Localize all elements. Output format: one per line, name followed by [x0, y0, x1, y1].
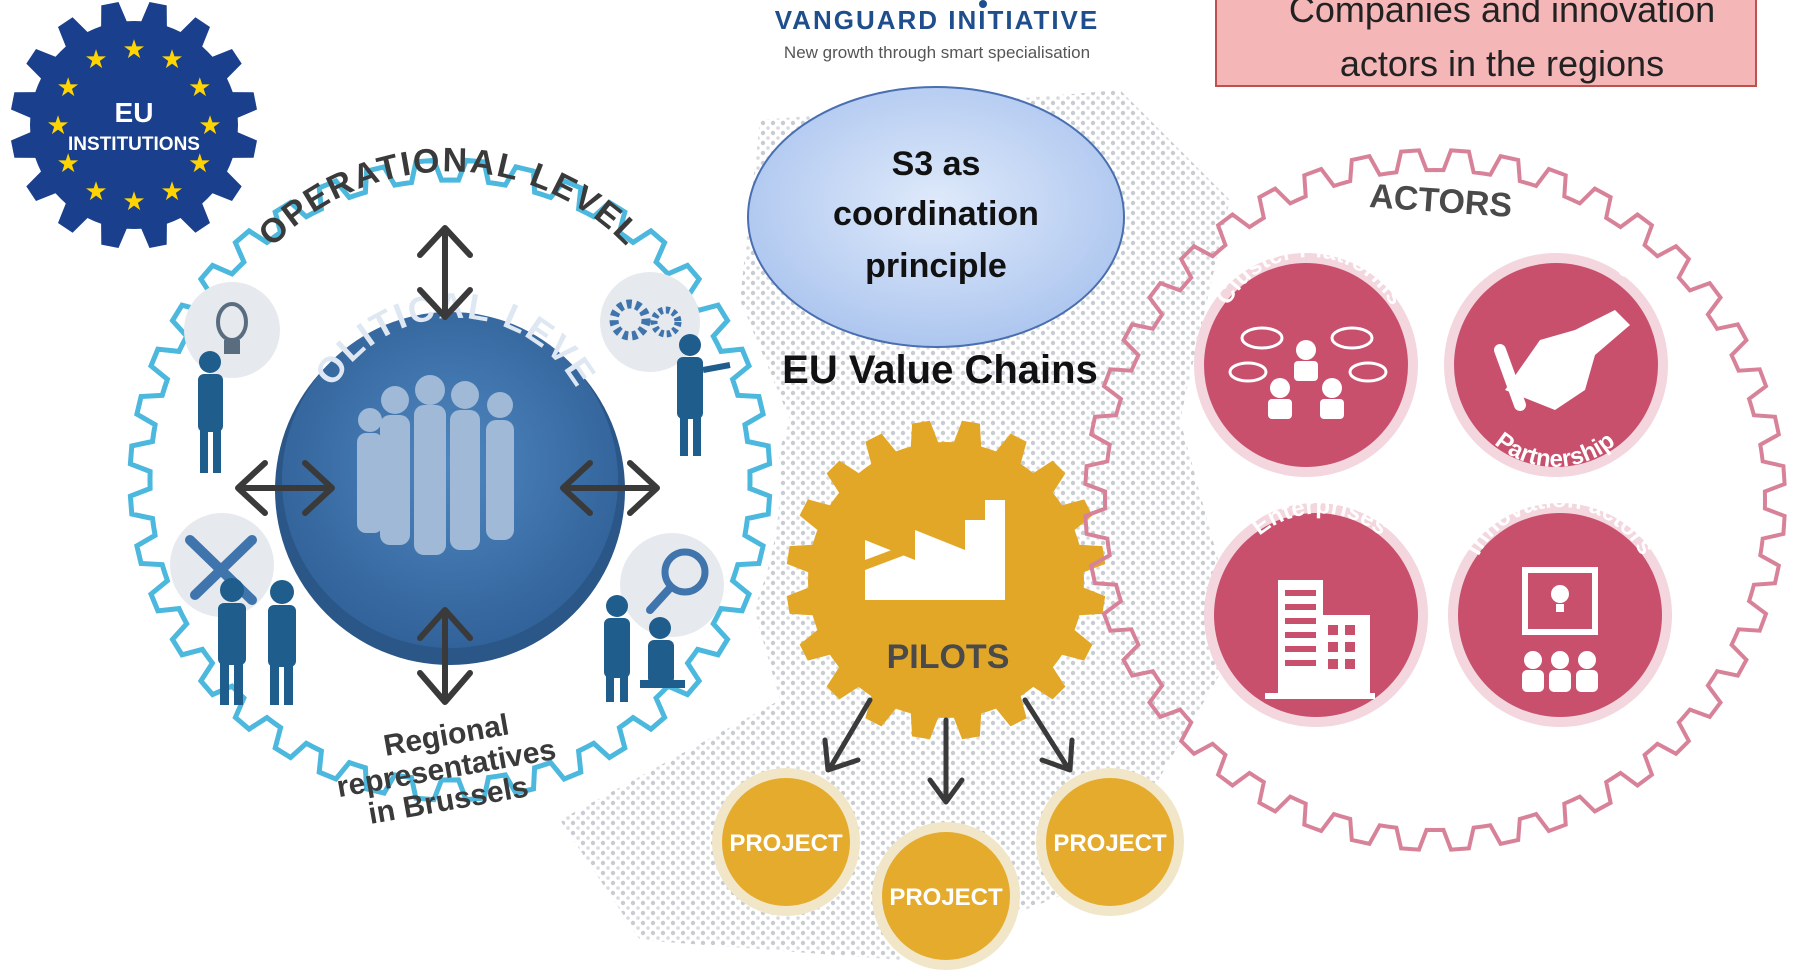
eu-value-chains-label: EU Value Chains — [782, 348, 1098, 392]
project-circle-right: PROJECT — [1036, 768, 1184, 916]
people-network-icon — [1228, 326, 1388, 419]
s3-line3: principle — [865, 247, 1007, 285]
actor-public-private-partnership: Public Private Partnership — [1444, 226, 1668, 477]
eu-star-icon: ★ — [122, 186, 145, 216]
s3-line1: S3 as — [892, 145, 981, 183]
project-circle-center: PROJECT — [872, 822, 1020, 970]
eu-label: EU — [115, 97, 154, 128]
eu-star-icon: ★ — [160, 176, 183, 206]
pilots-label: PILOTS — [887, 638, 1010, 676]
institutions-label: INSTITUTIONS — [68, 134, 200, 155]
s3-line2: coordination — [833, 195, 1039, 233]
eu-stars: ★★★★★★★★★★★★ — [46, 34, 221, 216]
actor-enterprises: Enterprises — [1204, 492, 1428, 727]
eu-star-icon: ★ — [46, 110, 69, 140]
companies-box: Companies and innovation actors in the r… — [1215, 0, 1757, 87]
actors-gear: ACTORS — [1083, 148, 1787, 852]
lightbulb-icon — [184, 282, 280, 378]
magnifier-icon — [620, 533, 724, 637]
actor-cluster-platforms: Cluster Platforms — [1194, 236, 1418, 477]
actors-title: ACTORS — [1368, 177, 1513, 225]
eu-star-icon: ★ — [188, 72, 211, 102]
eu-institutions-gear: ★★★★★★★★★★★★ EU INSTITUTIONS — [11, 2, 257, 248]
people-group-icon — [357, 375, 514, 555]
eu-star-icon: ★ — [122, 34, 145, 64]
person-standing-icon — [198, 351, 223, 473]
pilots-gear: PILOTS — [786, 420, 1106, 740]
logo-tagline: New growth through smart specialisation — [784, 43, 1090, 62]
presentation-board-icon — [1522, 567, 1598, 692]
project-right-label: PROJECT — [1053, 830, 1167, 857]
eu-star-icon: ★ — [57, 72, 80, 102]
factory-icon — [865, 500, 1005, 600]
project-center-label: PROJECT — [889, 884, 1003, 911]
vanguard-logo: VANGUARD INITIATIVE New growth through s… — [775, 0, 1099, 62]
logo-brand: VANGUARD INITIATIVE — [775, 5, 1099, 35]
operational-gear-ring — [127, 157, 773, 803]
s3-coordination-ellipse: S3 as coordination principle — [747, 86, 1125, 348]
companies-box-line2: actors in the regions — [1340, 43, 1664, 84]
people-at-desk-icon — [604, 595, 685, 702]
tools-icon — [170, 513, 274, 617]
eu-gear-shape — [11, 2, 257, 248]
building-windows — [1285, 590, 1355, 669]
eu-star-icon: ★ — [57, 148, 80, 178]
eu-star-icon: ★ — [160, 44, 183, 74]
eu-star-icon: ★ — [188, 148, 211, 178]
logo-dot-icon — [979, 0, 987, 8]
handshake-people-icon — [218, 578, 296, 705]
actor-innovation-actors: Innovation actors — [1448, 486, 1672, 727]
eu-star-icon: ★ — [198, 110, 221, 140]
project-circle-left: PROJECT — [712, 768, 860, 916]
political-arrows — [235, 225, 660, 705]
companies-box-line1: Companies and innovation — [1289, 0, 1715, 30]
presenter-icon — [677, 334, 731, 456]
actors-gear-ring — [1083, 148, 1787, 852]
project-left-label: PROJECT — [729, 830, 843, 857]
project-arrows — [822, 697, 1075, 805]
handshake-icon — [1494, 310, 1630, 411]
eu-star-icon: ★ — [84, 44, 107, 74]
eu-star-icon: ★ — [84, 176, 107, 206]
gears-icon — [600, 272, 700, 372]
